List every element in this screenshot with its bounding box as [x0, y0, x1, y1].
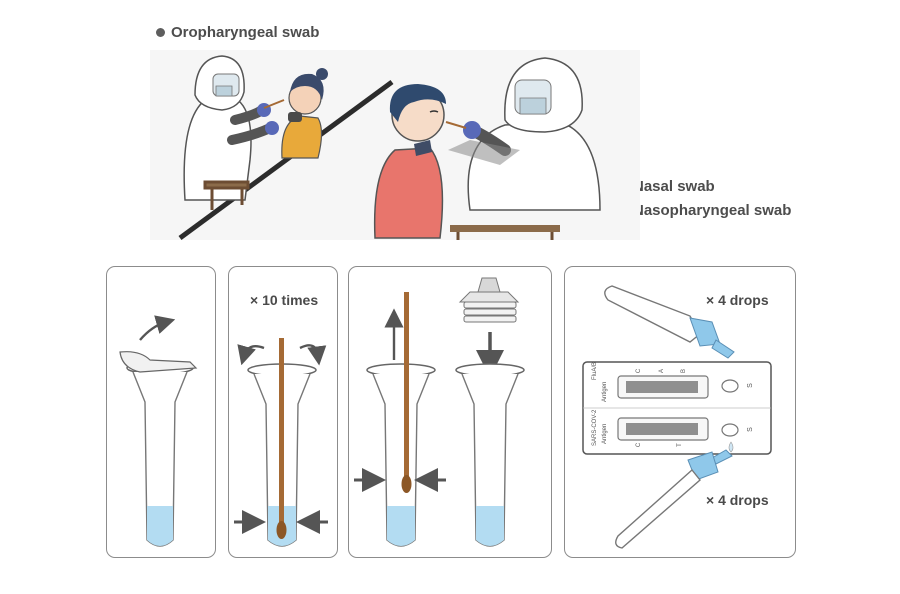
patient-hair	[290, 73, 324, 100]
boy-mask	[414, 140, 432, 156]
boy-shirt	[373, 147, 444, 239]
nasal-swab-text: Nasal swab	[633, 178, 715, 195]
face-shield	[212, 73, 240, 97]
boy-eye	[429, 110, 439, 113]
step-2-times-label: × 10 times	[250, 292, 319, 308]
nasal-swab-label: Nasal swab	[618, 178, 715, 195]
stool	[203, 180, 250, 210]
illustration-background	[150, 50, 640, 240]
oropharyngeal-swab-text: Oropharyngeal swab	[171, 24, 320, 41]
oropharyngeal-swab-label: Oropharyngeal swab	[156, 24, 319, 41]
worker-hood	[194, 55, 245, 111]
step-4-drops-bottom-label: × 4 drops	[706, 492, 769, 508]
nasopharyngeal-swab-label: Nasopharyngeal swab	[618, 202, 791, 219]
worker-arm	[230, 105, 267, 125]
glove	[257, 103, 271, 117]
step-2-panel	[228, 266, 338, 558]
step-4-panel	[564, 266, 796, 558]
scene-divider	[178, 79, 394, 241]
patient-mask	[288, 112, 302, 122]
step-4-drops-top-label: × 4 drops	[706, 292, 769, 308]
step-3-panel	[348, 266, 552, 558]
chair-seat	[450, 225, 560, 232]
patient-face	[288, 81, 322, 115]
worker-arm	[470, 126, 511, 156]
worker-hood	[504, 57, 583, 133]
glove	[265, 121, 279, 135]
nasal-scene	[373, 57, 601, 240]
worker-arm	[227, 123, 275, 145]
oropharyngeal-scene	[183, 55, 328, 210]
bullet-icon	[156, 28, 165, 37]
hair-bun	[316, 68, 328, 80]
arm-hatching	[448, 140, 520, 165]
boy-face	[391, 88, 445, 142]
swab-stick	[445, 121, 467, 129]
worker-suit	[467, 121, 601, 211]
bullet-icon	[618, 206, 627, 215]
swab-stick	[263, 99, 285, 109]
glove	[463, 121, 481, 139]
nasopharyngeal-swab-text: Nasopharyngeal swab	[633, 202, 792, 219]
bullet-icon	[618, 182, 627, 191]
mask	[519, 97, 547, 115]
step-1-panel	[106, 266, 216, 558]
face-shield	[514, 79, 552, 115]
patient-shirt	[281, 115, 323, 159]
boy-hair	[389, 84, 446, 122]
worker-suit	[183, 97, 252, 201]
mask	[215, 85, 233, 97]
